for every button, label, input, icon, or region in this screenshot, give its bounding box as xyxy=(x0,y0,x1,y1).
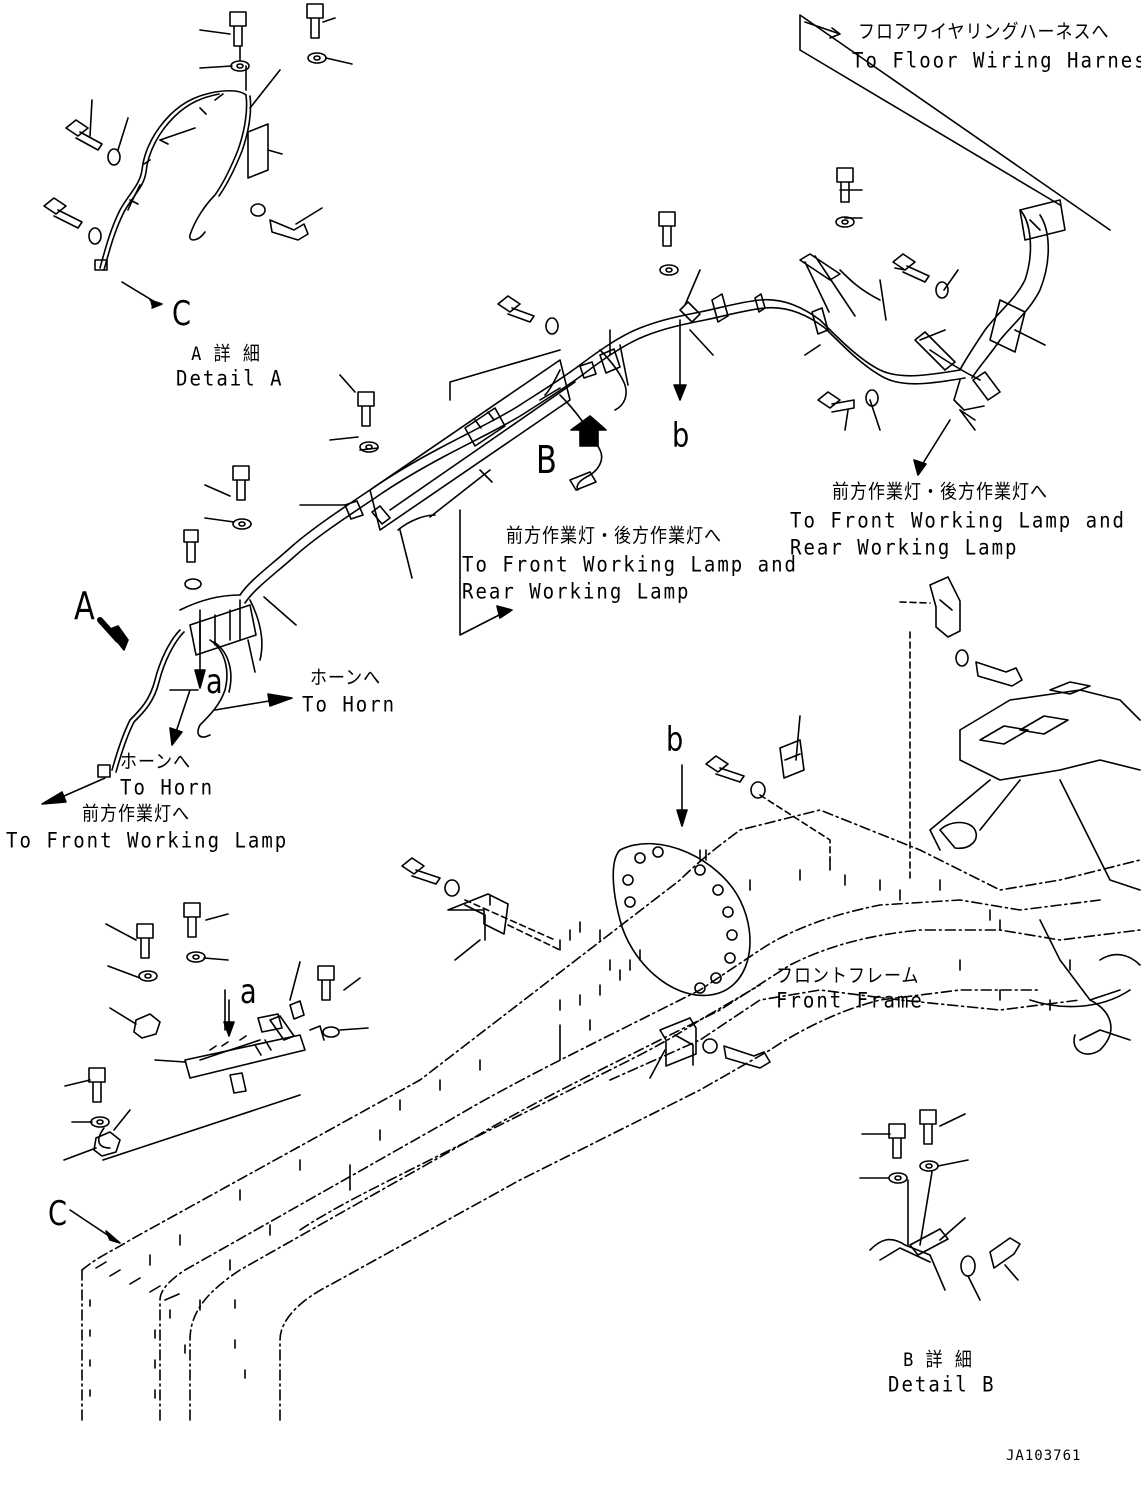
lamp-mid-label-jp: 前方作業灯・後方作業灯へ xyxy=(506,525,722,548)
washer-icon xyxy=(107,148,121,166)
washer-icon xyxy=(444,879,460,897)
detail-b-title-jp: B 詳 細 xyxy=(903,1349,973,1372)
callout-a-upper: a xyxy=(206,662,223,702)
horn-label-1-jp: ホーンへ xyxy=(310,667,382,690)
washer-icon xyxy=(750,781,766,799)
washer-icon xyxy=(955,649,969,667)
bolt-icon xyxy=(705,755,745,783)
washer-icon xyxy=(888,1172,908,1184)
bolt-icon xyxy=(229,11,247,47)
view-arrow-b-label: B xyxy=(536,438,557,482)
washer-icon xyxy=(322,1026,340,1038)
bolt-icon xyxy=(136,923,154,959)
bolt-icon xyxy=(232,465,250,501)
washer-icon xyxy=(307,52,327,64)
washer-icon xyxy=(960,1255,976,1277)
washer-icon xyxy=(90,1116,110,1128)
floor-wiring-harness xyxy=(41,14,1111,805)
bolt-icon xyxy=(357,391,375,427)
view-arrow-a-label: A xyxy=(74,584,95,628)
detail-a-title-jp: A 詳 細 xyxy=(191,343,261,366)
washer-icon xyxy=(184,578,202,590)
horn-label-1-en: To Horn xyxy=(302,692,397,717)
bolt-icon xyxy=(836,167,854,203)
bolt-icon xyxy=(65,119,103,151)
washer-icon xyxy=(186,951,206,963)
lamp-right-label-en-1: To Front Working Lamp and xyxy=(790,508,1126,533)
washer-icon xyxy=(545,317,559,335)
bolt-icon xyxy=(888,1123,906,1159)
bolt-icon xyxy=(183,902,201,938)
bolt-icon xyxy=(817,391,855,413)
washer-icon xyxy=(919,1160,939,1172)
washer-icon xyxy=(138,970,158,982)
detail-b-title-en: Detail B xyxy=(888,1372,996,1397)
washer-icon xyxy=(88,227,102,245)
front-frame-label-en: Front Frame xyxy=(776,988,924,1013)
bolt-icon xyxy=(975,661,1023,687)
bolt-icon xyxy=(723,1045,771,1069)
horn-label-2-en: To Horn xyxy=(120,775,215,800)
front-frame xyxy=(81,809,1141,1421)
bolt-icon xyxy=(497,295,535,323)
bolt-icon xyxy=(317,965,335,1001)
lamp-mid-label-en-2: Rear Working Lamp xyxy=(462,579,691,604)
bolt-icon xyxy=(919,1109,937,1145)
frame-plate xyxy=(89,681,1141,1399)
washer-icon xyxy=(250,203,266,217)
floor-harness-label-en: To Floor Wiring Harness xyxy=(852,48,1141,73)
washer-icon xyxy=(935,281,949,299)
bolt-icon xyxy=(306,3,324,39)
lamp-right-label-jp: 前方作業灯・後方作業灯へ xyxy=(832,481,1048,504)
front-lamp-label-jp: 前方作業灯へ xyxy=(82,803,190,826)
washer-icon xyxy=(702,1038,718,1054)
callout-a-lower: a xyxy=(240,972,257,1012)
detail-a-title-en: Detail A xyxy=(176,366,284,391)
bolt-icon xyxy=(43,197,83,229)
horn-label-2-jp: ホーンへ xyxy=(120,751,192,774)
washer-icon xyxy=(835,216,855,228)
bolt-icon xyxy=(88,1067,106,1103)
callout-b-upper: b xyxy=(672,416,690,456)
detail-a-assembly xyxy=(43,3,353,309)
bolt-icon xyxy=(183,529,199,563)
lamp-right-label-en-2: Rear Working Lamp xyxy=(790,535,1019,560)
bolt-icon xyxy=(892,253,930,283)
callout-c-upper: C xyxy=(172,294,191,334)
callout-b-lower: b xyxy=(666,720,684,760)
washer-icon xyxy=(232,518,252,530)
washer-icon xyxy=(659,264,679,276)
bolt-icon xyxy=(989,1237,1021,1269)
floor-harness-label-jp: フロアワイヤリングハーネスへ xyxy=(858,21,1110,44)
front-lamp-label-en: To Front Working Lamp xyxy=(6,828,289,853)
lamp-mid-label-en-1: To Front Working Lamp and xyxy=(462,552,798,577)
bolt-icon xyxy=(658,211,676,247)
callout-c-lower: C xyxy=(48,1194,67,1234)
lower-harness-bracket xyxy=(63,576,1023,1301)
document-id: JA103761 xyxy=(1006,1448,1082,1464)
bolt-icon xyxy=(401,857,441,885)
front-frame-label-jp: フロントフレーム xyxy=(776,965,920,988)
bolt-icon xyxy=(269,219,309,241)
